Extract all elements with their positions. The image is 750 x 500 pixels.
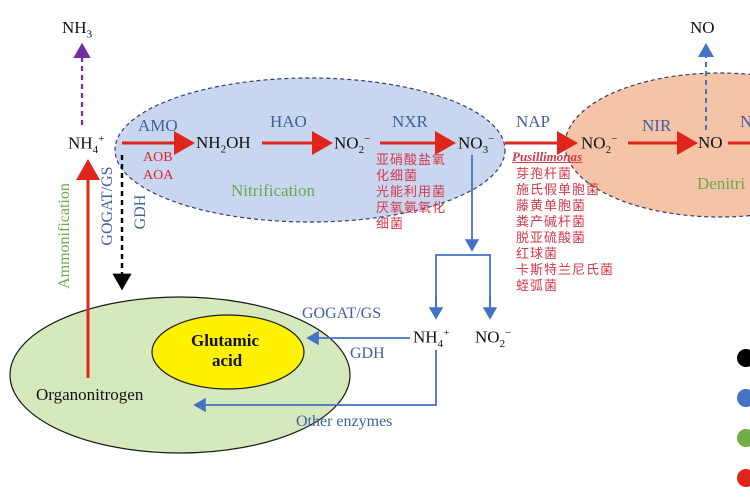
glutamic-acid-region — [151, 314, 305, 390]
denitrifier-1: 芽孢杆菌 — [516, 167, 573, 182]
no3-label: NO3− — [458, 133, 495, 157]
gdh-label: GDH — [350, 345, 385, 362]
denitrifier-7: 卡斯特兰尼氏菌 — [516, 263, 615, 278]
nh2oh-label: NH2OH — [196, 133, 251, 156]
denitrifier-2: 施氏假单胞菌 — [516, 183, 601, 198]
aoa-label: AOA — [143, 168, 174, 183]
denitrifier-5: 脱亚硫酸菌 — [516, 231, 587, 246]
enzyme-amo: AMO — [138, 116, 178, 135]
assimilation-branch — [435, 254, 491, 312]
enzyme-nap: NAP — [516, 112, 551, 131]
glutamic-acid-line2: acid — [212, 351, 243, 370]
legend-dot-black — [737, 349, 750, 367]
denitrification-region — [564, 72, 750, 218]
aob-label: AOB — [143, 150, 173, 165]
other-enzymes-label: Other enzymes — [296, 413, 393, 430]
denitrifier-4: 粪产碱杆菌 — [516, 215, 587, 230]
enzyme-nir: NIR — [642, 116, 672, 135]
nitrifier-5: 细菌 — [376, 217, 405, 232]
organonitrogen-label: Organonitrogen — [36, 385, 144, 404]
legend-dot-red — [737, 469, 750, 487]
nh4-lower-label: NH4+ — [413, 327, 450, 351]
no2-label: NO2− — [334, 133, 371, 157]
denitrifier-3: 藤黄单胞菌 — [516, 199, 587, 214]
nitrifier-2: 化细菌 — [376, 169, 419, 184]
pusillimonas-label: Pusillimonas — [512, 149, 583, 164]
nitrifier-list: 亚硝酸盐氧 化细菌 光能利用菌 厌氧氨氧化 细菌 — [376, 153, 446, 233]
denitrifier-6: 红球菌 — [516, 247, 559, 262]
nitrifier-1: 亚硝酸盐氧 — [376, 153, 447, 168]
denitrifier-list: 芽孢杆菌 施氏假单胞菌 藤黄单胞菌 粪产碱杆菌 脱亚硫酸菌 红球菌 卡斯特兰尼氏… — [516, 167, 614, 295]
nitrification-region — [114, 77, 506, 223]
legend-dot-green — [737, 429, 750, 447]
ammonification-label: Ammonification — [56, 183, 73, 289]
nitrifier-3: 光能利用菌 — [376, 185, 447, 200]
nh3-label: NH3 — [62, 18, 93, 41]
glutamic-acid-line1: Glutamic — [191, 331, 259, 350]
enzyme-hao: HAO — [270, 112, 307, 131]
nh4-label: NH4+ — [68, 133, 105, 157]
gogat-gs-vertical-label: GOGAT/GS — [99, 166, 116, 246]
nitrifier-4: 厌氧氨氧化 — [376, 201, 447, 216]
other-enzymes-arrow — [193, 350, 437, 413]
denitrifier-8: 蛭弧菌 — [516, 279, 559, 294]
denitrification-label: Denitri — [697, 174, 746, 193]
enzyme-n-partial: N — [740, 112, 750, 131]
nitrification-label: Nitrification — [231, 181, 316, 200]
no2-lower-label: NO2− — [475, 327, 512, 351]
legend-dot-blue — [737, 389, 750, 407]
no2-denit-label: NO2− — [581, 133, 618, 157]
gdh-vertical-label: GDH — [132, 194, 149, 230]
no-label: NO — [698, 133, 723, 152]
no-top-label: NO — [690, 18, 715, 37]
gogat-gs-label: GOGAT/GS — [302, 305, 382, 322]
enzyme-nxr: NXR — [392, 112, 428, 131]
